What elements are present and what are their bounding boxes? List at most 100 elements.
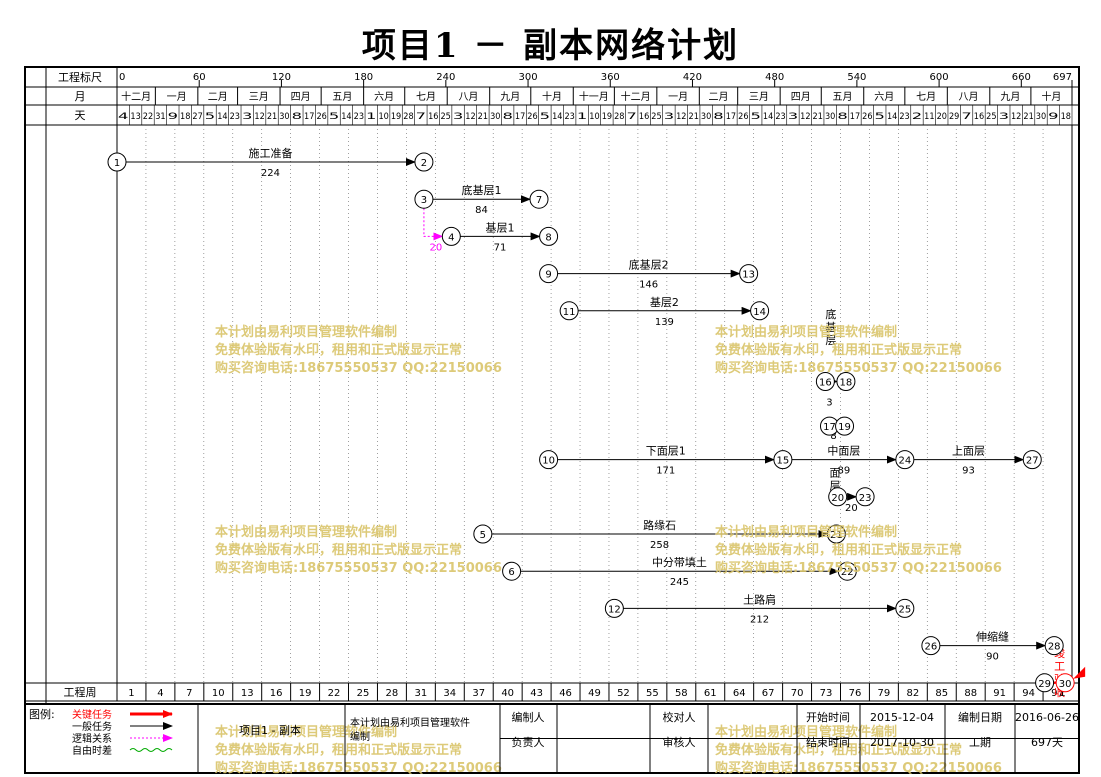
ruler-tick-label: 60 xyxy=(193,72,206,83)
activity-duration: 146 xyxy=(639,280,658,291)
activity-duration: 93 xyxy=(962,466,975,477)
event-node-label: 18 xyxy=(840,377,853,388)
day-label: 23 xyxy=(899,112,909,122)
day-label: 14 xyxy=(552,112,563,122)
legend-label: 一般任务 xyxy=(72,720,112,733)
day-label: 25 xyxy=(440,112,450,122)
day-label: 23 xyxy=(775,112,785,122)
activity-name: 基层2 xyxy=(650,296,679,309)
day-label: 20 xyxy=(937,112,948,122)
day-label: 22 xyxy=(143,112,153,122)
event-node xyxy=(836,371,856,391)
event-node-label: 12 xyxy=(608,604,621,615)
watermark-line: 购买咨询电话:18675550537 QQ:22150066 xyxy=(215,560,502,576)
activity-name: 路缘石 xyxy=(643,519,676,532)
week-label: 4 xyxy=(157,688,163,699)
day-label: 30 xyxy=(701,112,712,122)
footer-reviewer-label: 审核人 xyxy=(663,735,696,749)
event-node xyxy=(441,226,461,246)
event-node-label: 20 xyxy=(831,493,844,504)
event-node-label: 10 xyxy=(542,456,555,467)
month-label: 七月 xyxy=(416,91,436,103)
day-label: 12 xyxy=(465,112,475,122)
day-label: 18 xyxy=(180,112,191,122)
vertical-label-char: 层 xyxy=(829,479,840,492)
timeline-grid xyxy=(24,66,1080,774)
day-label: 16 xyxy=(428,112,439,122)
day-label: 18 xyxy=(1061,112,1072,122)
week-label: 73 xyxy=(820,688,833,699)
day-label: 7 xyxy=(416,112,426,122)
day-label: 8 xyxy=(837,112,848,122)
event-node xyxy=(895,450,915,470)
day-label: 30 xyxy=(825,112,836,122)
day-label: 14 xyxy=(887,112,898,122)
week-label: 46 xyxy=(559,688,572,699)
day-label: 14 xyxy=(341,112,352,122)
event-node xyxy=(750,301,770,321)
activity-name: 下面层1 xyxy=(646,445,686,458)
watermark-line: 免费体验版有水印，租用和正式版显示正常 xyxy=(715,542,962,558)
event-node-label: 24 xyxy=(898,456,911,467)
event-node-label: 29 xyxy=(1038,679,1051,690)
logic-link xyxy=(423,208,444,241)
event-node xyxy=(107,152,127,172)
watermark-line: 购买咨询电话:18675550537 QQ:22150066 xyxy=(215,360,502,376)
day-label: 26 xyxy=(738,112,749,122)
day-label: 26 xyxy=(862,112,873,122)
day-label: 28 xyxy=(614,112,625,122)
day-label: 23 xyxy=(564,112,574,122)
footer-compiler-label: 编制人 xyxy=(512,710,545,724)
day-label: 2 xyxy=(912,112,922,122)
event-node xyxy=(815,371,835,391)
activity-duration: 139 xyxy=(655,317,674,328)
activity-duration: 20 xyxy=(845,503,858,514)
activity-name: 底基层2 xyxy=(629,258,669,272)
activity-duration: 171 xyxy=(656,466,675,477)
week-label: 28 xyxy=(386,688,399,699)
event-node-label: 25 xyxy=(898,604,911,615)
day-label: 5 xyxy=(329,112,339,122)
vertical-label-char: 收 xyxy=(1054,685,1065,699)
day-label: 1 xyxy=(577,112,587,122)
month-label: 一月 xyxy=(668,91,688,103)
legend-label: 逻辑关系 xyxy=(72,732,112,745)
week-label: 64 xyxy=(733,688,746,699)
day-label: 19 xyxy=(602,112,613,122)
week-label: 88 xyxy=(964,688,977,699)
ruler-tick-label: 697 xyxy=(1053,72,1072,83)
day-label: 21 xyxy=(689,112,699,122)
week-label: 22 xyxy=(328,688,341,699)
day-label: 17 xyxy=(726,112,736,122)
month-label: 五月 xyxy=(332,91,352,103)
activity-duration: 90 xyxy=(986,652,999,663)
event-node-label: 11 xyxy=(563,307,576,318)
week-label: 85 xyxy=(935,688,948,699)
event-node xyxy=(895,598,915,618)
week-label: 40 xyxy=(501,688,514,699)
event-node xyxy=(921,636,941,656)
day-label: 12 xyxy=(254,112,264,122)
vertical-label-char: 层 xyxy=(825,334,836,347)
footer-end-value: 2017-10-30 xyxy=(870,736,934,749)
day-label: 17 xyxy=(515,112,525,122)
month-label: 九月 xyxy=(1000,91,1020,103)
day-label: 5 xyxy=(751,112,761,122)
ruler-tick-label: 420 xyxy=(683,72,702,83)
watermark-line: 本计划由易利项目管理软件编制 xyxy=(215,324,397,340)
legend-label: 自由时差 xyxy=(72,744,112,757)
ruler-tick-label: 180 xyxy=(354,72,373,83)
ruler-tick-label: 0 xyxy=(119,72,125,83)
watermark-line: 免费体验版有水印，租用和正式版显示正常 xyxy=(215,342,462,358)
event-node xyxy=(529,189,549,209)
day-label: 3 xyxy=(664,112,674,122)
week-label: 70 xyxy=(791,688,804,699)
event-node-label: 23 xyxy=(859,493,872,504)
footer-start-value: 2015-12-04 xyxy=(870,711,934,724)
ruler-tick-label: 360 xyxy=(601,72,620,83)
day-label: 21 xyxy=(813,112,823,122)
day-row-label: 天 xyxy=(75,109,86,122)
vertical-label-char: 面 xyxy=(829,466,840,479)
event-node xyxy=(473,524,493,544)
day-label: 7 xyxy=(961,112,971,122)
